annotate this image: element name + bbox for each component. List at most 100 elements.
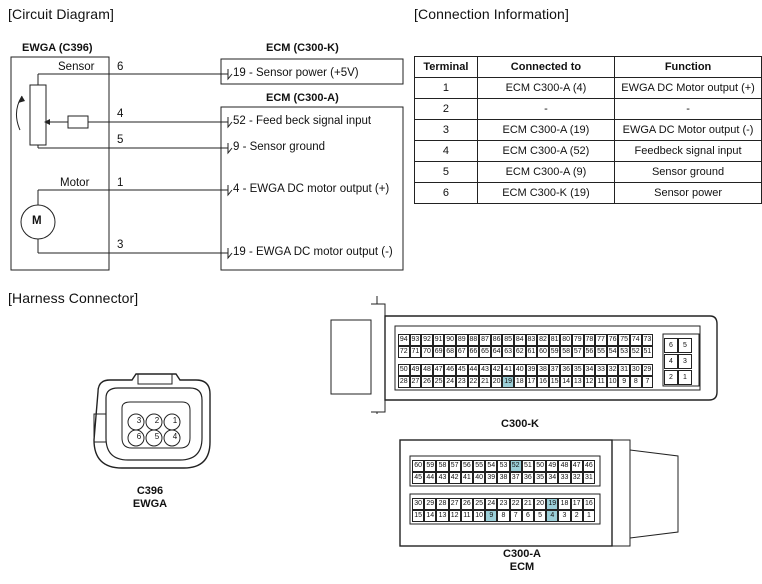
cell: ECM C300-K (19)	[476, 182, 616, 204]
c300a-pin-41: 41	[460, 472, 473, 484]
c300k-pin-38: 38	[537, 364, 549, 376]
c300a-pin-45: 45	[412, 472, 425, 484]
c300a-pin-4: 4	[546, 510, 559, 522]
cell: ECM C300-A (19)	[476, 119, 616, 141]
motor-label: Motor	[60, 177, 90, 189]
c300a-pin-3: 3	[558, 510, 571, 522]
c300a-pin-46: 46	[582, 460, 595, 472]
c300a-pin-9: 9	[485, 510, 498, 522]
c300a-pin-37: 37	[509, 472, 522, 484]
c300a-pin-36: 36	[521, 472, 534, 484]
c300a-pin-30: 30	[412, 498, 425, 510]
c300k-pin-48: 48	[421, 364, 433, 376]
c300k-pin-29: 29	[641, 364, 654, 376]
c396-pin-4: 4	[172, 432, 178, 441]
c300k-pin-89: 89	[456, 334, 468, 346]
c300a-pin-20: 20	[534, 498, 547, 510]
c300k-pin-37: 37	[548, 364, 561, 376]
c300k-pin-54: 54	[606, 346, 619, 358]
c300k-pin-60: 60	[537, 346, 549, 358]
c300k-pin-86: 86	[490, 334, 503, 346]
c300k-side-pin-3: 3	[678, 354, 692, 369]
c300k-pin-93: 93	[409, 334, 422, 346]
c300k-pin-58: 58	[560, 346, 572, 358]
c300a-pin-33: 33	[558, 472, 571, 484]
c300a-pin-57: 57	[448, 460, 461, 472]
cell: 1	[414, 77, 478, 99]
c300a-pin-15: 15	[412, 510, 425, 522]
c300a-pin-47: 47	[570, 460, 583, 472]
c300k-pin-68: 68	[444, 346, 456, 358]
c396-pins	[127, 413, 181, 447]
c300a-pin-58: 58	[436, 460, 449, 472]
c300k-pin-17: 17	[525, 376, 538, 388]
col-function: Function	[614, 56, 762, 78]
c300k-pin-78: 78	[583, 334, 596, 346]
c300a-pin-10: 10	[473, 510, 486, 522]
c396-pin-6: 6	[136, 432, 142, 441]
c300k-pin-19: 19	[502, 376, 514, 388]
c300k-side-pin-6: 6	[664, 338, 678, 353]
c300k-pin-62: 62	[514, 346, 526, 358]
c300k-pin-71: 71	[409, 346, 422, 358]
c300k-pin-59: 59	[548, 346, 561, 358]
c300a-pin-48: 48	[558, 460, 571, 472]
c300a-pin-19: 19	[546, 498, 559, 510]
c300a-pin-31: 31	[582, 472, 595, 484]
c300k-pin-30: 30	[630, 364, 642, 376]
c300k-pin-25: 25	[432, 376, 445, 388]
c300k-pin-43: 43	[479, 364, 491, 376]
c300a-pin-1: 1	[582, 510, 595, 522]
c300k-pin-24: 24	[444, 376, 456, 388]
c300k-pin-91: 91	[432, 334, 445, 346]
c300a-pin-32: 32	[570, 472, 583, 484]
c300k-pin-41: 41	[502, 364, 514, 376]
c300a-pin-29: 29	[424, 498, 437, 510]
c300k-pin-46: 46	[444, 364, 456, 376]
c300k-pin-26: 26	[421, 376, 433, 388]
pin-5-label: 5	[117, 134, 124, 146]
pin-1-label: 1	[117, 177, 124, 189]
c300a-pin-28: 28	[436, 498, 449, 510]
cell: 6	[414, 182, 478, 204]
c300k-pin-11: 11	[595, 376, 607, 388]
signal-motor-minus: 19 - EWGA DC motor output (-)	[233, 246, 393, 258]
c300a-pin-43: 43	[436, 472, 449, 484]
harness-connector-title: [Harness Connector]	[8, 290, 139, 306]
c300k-pin-12: 12	[583, 376, 596, 388]
c300k-pin-61: 61	[525, 346, 538, 358]
c300a-pin-56: 56	[460, 460, 473, 472]
c396-pin-3: 3	[136, 416, 142, 425]
c300a-pin-38: 38	[497, 472, 510, 484]
c300a-pin-11: 11	[460, 510, 473, 522]
c300k-name: C300-K	[501, 418, 539, 430]
c300a-pin-16: 16	[582, 498, 595, 510]
c300k-pin-94: 94	[398, 334, 410, 346]
c300k-pin-15: 15	[548, 376, 561, 388]
c300k-pin-79: 79	[572, 334, 584, 346]
c300k-side-pin-4: 4	[664, 354, 678, 369]
cell: -	[476, 98, 616, 120]
c396-pin-5: 5	[154, 432, 160, 441]
c300k-pin-73: 73	[641, 334, 654, 346]
c300k-pin-16: 16	[537, 376, 549, 388]
ewga-block-label: EWGA (C396)	[22, 42, 93, 54]
c300a-body	[399, 439, 679, 547]
c300a-pin-13: 13	[436, 510, 449, 522]
c300k-pin-75: 75	[618, 334, 630, 346]
pin-3-label: 3	[117, 239, 124, 251]
c300k-pin-66: 66	[467, 346, 480, 358]
c300k-pin-53: 53	[618, 346, 630, 358]
cell: 5	[414, 161, 478, 183]
col-connected-to: Connected to	[476, 56, 616, 78]
c300k-side-pin-2: 2	[664, 370, 678, 385]
c300a-pin-21: 21	[521, 498, 534, 510]
c300a-pin-17: 17	[570, 498, 583, 510]
c300k-pin-36: 36	[560, 364, 572, 376]
c300k-pin-81: 81	[548, 334, 561, 346]
cell: Sensor ground	[614, 161, 762, 183]
c300k-pin-84: 84	[514, 334, 526, 346]
c300k-body	[330, 296, 718, 414]
